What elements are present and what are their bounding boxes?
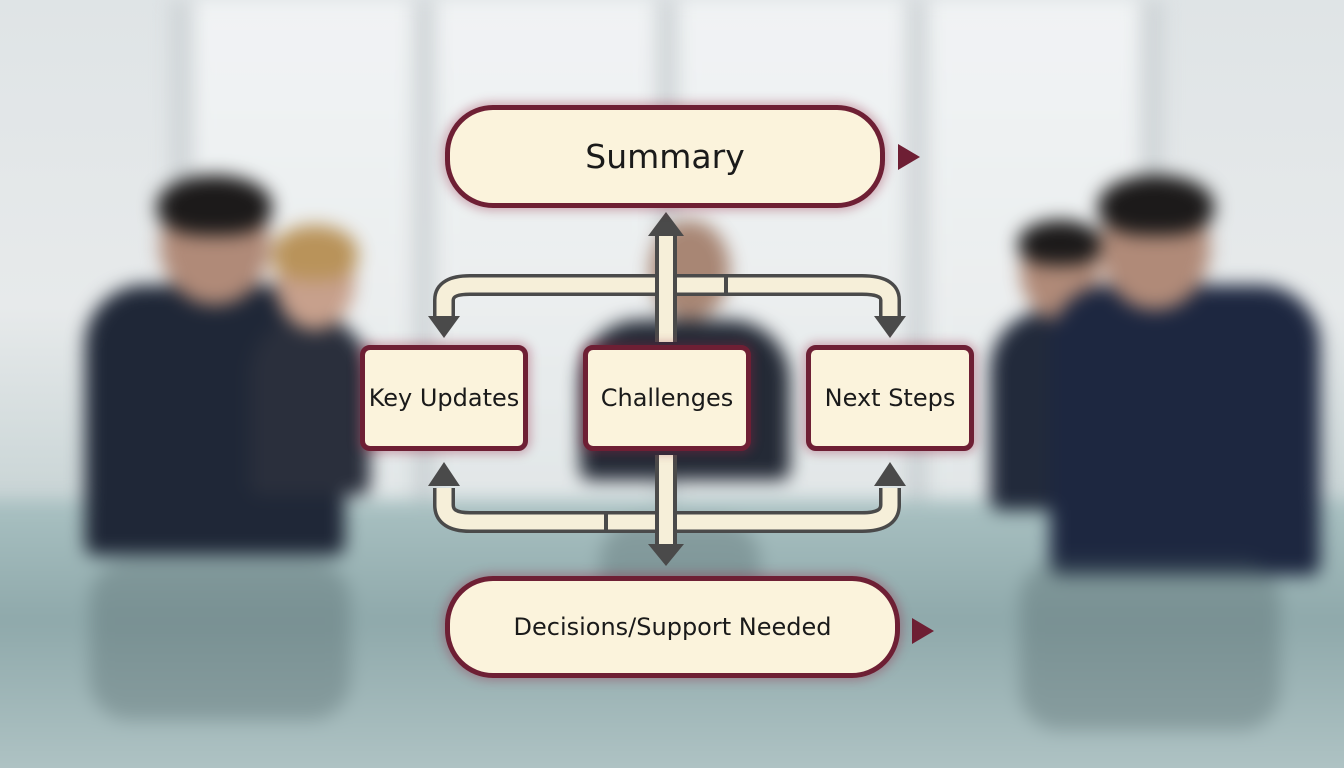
node-challenges-label: Challenges	[600, 384, 734, 412]
node-summary-label: Summary	[585, 137, 745, 176]
arrow-up-to-key-updates	[428, 462, 460, 486]
node-key-updates-label: Key Updates	[368, 384, 520, 412]
node-decisions-support-needed: Decisions/Support Needed	[445, 576, 900, 678]
node-key-updates: Key Updates	[360, 345, 528, 451]
node-next-steps-label: Next Steps	[824, 384, 956, 412]
connector-trunk-upper-fill	[659, 232, 673, 342]
arrow-down-to-key-updates	[428, 316, 460, 338]
junction-divider	[604, 513, 608, 531]
connector-trunk-lower-fill	[659, 455, 673, 545]
side-marker-decisions	[912, 618, 934, 644]
junction-divider	[724, 276, 728, 294]
node-decisions-label: Decisions/Support Needed	[513, 613, 832, 641]
arrow-down-to-next-steps	[874, 316, 906, 338]
arrow-down-to-decisions	[648, 544, 684, 566]
connector-group	[428, 144, 934, 644]
table-reflection	[90, 560, 350, 720]
node-summary: Summary	[445, 105, 885, 208]
table-reflection	[1020, 560, 1280, 730]
node-challenges: Challenges	[583, 345, 751, 451]
side-marker-summary	[898, 144, 920, 170]
arrow-up-to-next-steps	[874, 462, 906, 486]
node-next-steps: Next Steps	[806, 345, 974, 451]
arrow-up-to-summary	[648, 212, 684, 236]
